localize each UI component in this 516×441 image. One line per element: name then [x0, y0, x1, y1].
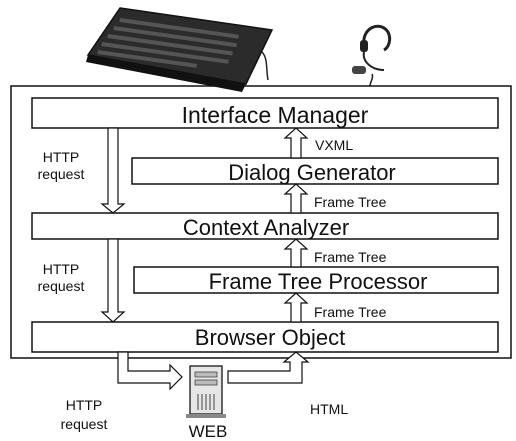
browser-object-box: Browser Object [31, 321, 499, 353]
context-analyzer-box: Context Analyzer [31, 212, 499, 240]
http-request-label-1-line1: HTTP [43, 149, 80, 165]
http-request-label-3: HTTP request [61, 397, 108, 432]
http-request-to-web-arrow [117, 351, 183, 391]
http-request-label-3-line1: HTTP [66, 397, 103, 413]
frame-tree-arrow-2 [283, 238, 309, 268]
frame-tree-processor-label: Frame Tree Processor [209, 269, 428, 294]
frame-tree-label-2: Frame Tree [314, 249, 387, 265]
keyboard-icon [86, 7, 274, 92]
dialog-generator-label: Dialog Generator [228, 160, 396, 185]
system-frame [10, 85, 512, 359]
frame-tree-label-1: Frame Tree [314, 194, 387, 210]
http-request-label-2: HTTP request [38, 261, 85, 294]
http-request-arrow-2 [100, 238, 126, 323]
frame-tree-arrow-3 [283, 292, 309, 323]
vxml-label: VXML [315, 137, 353, 153]
frame-tree-arrow-1 [283, 183, 309, 214]
context-analyzer-label: Context Analyzer [183, 215, 349, 240]
interface-manager-box: Interface Manager [31, 97, 499, 129]
browser-object-label: Browser Object [195, 325, 345, 350]
html-label: HTML [310, 401, 348, 417]
http-request-label-3-line2: request [61, 416, 108, 432]
headset-icon [352, 24, 392, 87]
frame-tree-processor-box: Frame Tree Processor [133, 266, 499, 294]
frame-tree-label-3: Frame Tree [314, 304, 387, 320]
http-request-label-1-line2: request [38, 166, 85, 182]
web-label: WEB [189, 422, 228, 441]
html-from-web-arrow [227, 351, 310, 384]
http-request-label-2-line1: HTTP [43, 261, 80, 277]
http-request-label-1: HTTP request [38, 149, 85, 182]
http-request-label-2-line2: request [38, 278, 85, 294]
web-server-icon [186, 365, 226, 418]
http-request-arrow-1 [100, 127, 126, 214]
vxml-arrow [283, 127, 309, 159]
dialog-generator-box: Dialog Generator [131, 157, 499, 185]
interface-manager-label: Interface Manager [182, 102, 369, 128]
